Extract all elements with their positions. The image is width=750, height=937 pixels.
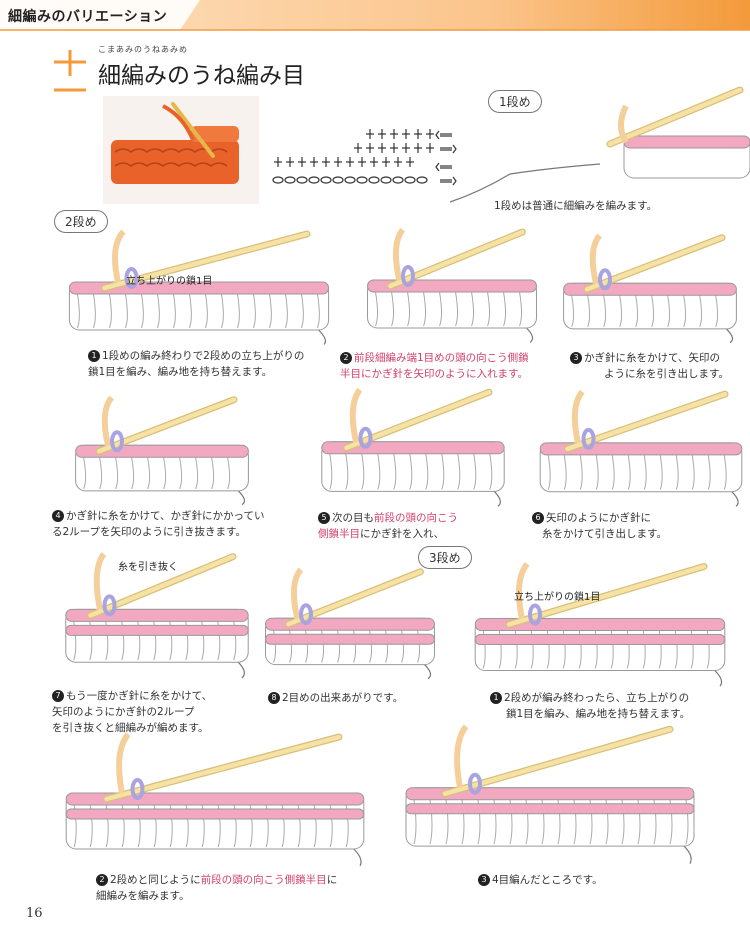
page-number: 16 [26, 906, 43, 921]
stitch-chart [272, 129, 457, 186]
step1-illustration [68, 229, 330, 345]
row3-step2-number: 2 [96, 874, 108, 886]
step6-illustration [539, 389, 743, 507]
single-crochet-symbol-icon [54, 50, 86, 92]
step5-illustration [321, 387, 505, 507]
row2-badge: 2段め [54, 210, 108, 233]
row3-step1-number: 1 [490, 692, 502, 704]
step3-illustration [563, 233, 737, 344]
step7-number: 7 [52, 690, 64, 702]
step4-number: 4 [52, 510, 64, 522]
step1-label: 立ち上がりの鎖1目 [126, 276, 213, 287]
step7-label: 糸を引き抜く [118, 562, 178, 573]
step2-illustration [367, 227, 537, 343]
step8-number: 8 [268, 692, 280, 704]
row1-illustration [449, 86, 750, 203]
page-title: 細編みのうね編み目 [98, 63, 305, 89]
title-ruby: こまあみのうねあみめ [98, 45, 188, 54]
swatch-photo [103, 96, 259, 204]
step4-illustration [75, 395, 249, 506]
row3-step2-illustration [65, 732, 365, 867]
step1-number: 1 [88, 350, 100, 362]
row3-step3-illustration [405, 724, 695, 864]
step8-illustration [265, 567, 435, 680]
header-bar [0, 0, 750, 31]
header-title: 細編みのバリエーション [8, 9, 168, 25]
row1-badge: 1段め [488, 90, 542, 113]
row3-step3-number: 3 [478, 874, 490, 886]
row3-badge: 3段め [418, 546, 472, 569]
step2-number: 2 [340, 352, 352, 364]
step6-number: 6 [532, 512, 544, 524]
row3-step1-illustration [474, 561, 726, 687]
row3-step1-label: 立ち上がりの鎖1目 [514, 592, 601, 603]
step7-illustration [65, 552, 249, 679]
row1-caption: 1段めは普通に細編みを編みます。 [494, 200, 658, 212]
step5-number: 5 [318, 512, 330, 524]
step3-number: 3 [570, 352, 582, 364]
